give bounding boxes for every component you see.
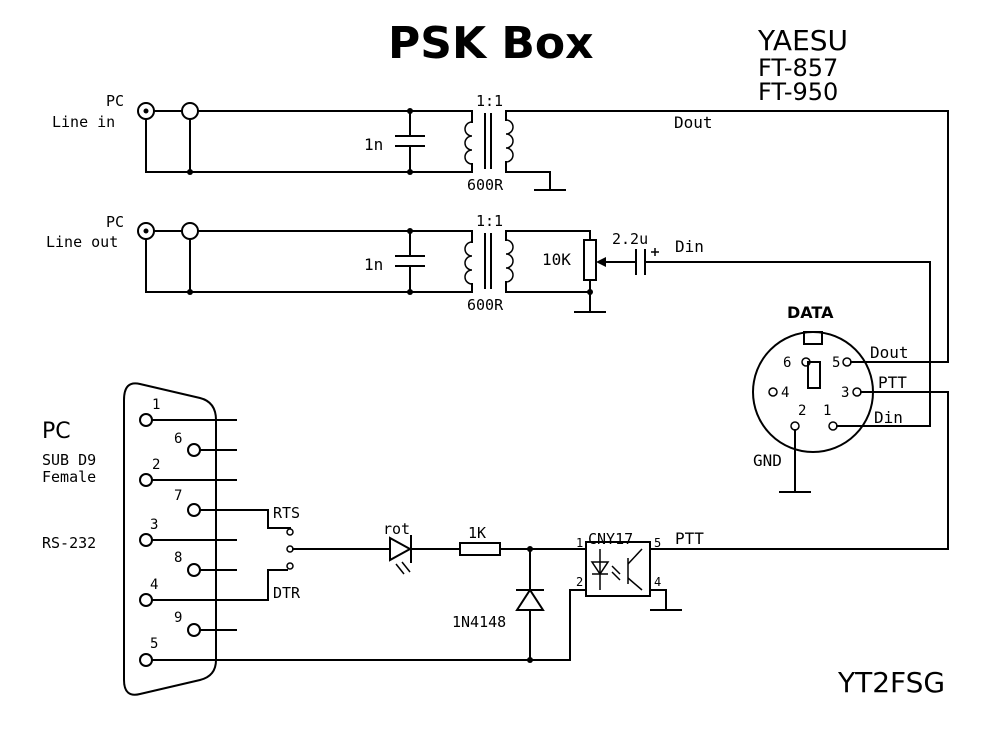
dtr-label: DTR <box>273 584 301 602</box>
pot-10k <box>583 239 597 281</box>
data-connector: DATA 6 5 4 3 2 1 Dout PTT Din GND <box>752 110 949 493</box>
data-label-din: Din <box>874 408 903 427</box>
line-out-shield <box>181 222 199 240</box>
line-in-label-pc: PC <box>106 92 124 110</box>
diode-1n4148 <box>515 588 545 611</box>
db9-pin-4-num: 4 <box>150 577 158 593</box>
data-pin-1-num: 1 <box>823 403 831 419</box>
db9-label-subd9: SUB D9 <box>42 451 96 469</box>
db9-pin-9 <box>187 623 201 637</box>
line-out-label-pc: PC <box>106 213 124 231</box>
opto-pin-2: 2 <box>576 575 583 589</box>
line-out-cap2-label: 2.2u <box>612 230 648 248</box>
db9-pin-2 <box>139 473 153 487</box>
data-title: DATA <box>787 303 834 322</box>
led <box>389 536 413 562</box>
data-pin-1 <box>828 421 838 431</box>
line-out-net-din: Din <box>675 237 704 256</box>
title: PSK Box <box>388 18 594 69</box>
db9-pin-1-num: 1 <box>152 397 160 413</box>
data-pin-6 <box>801 357 811 367</box>
radio-model-2: FT-950 <box>758 78 838 106</box>
line-out-impedance: 600R <box>467 296 504 314</box>
db9-pin-6 <box>187 443 201 457</box>
line-in-label: Line in <box>52 113 115 131</box>
radio-model-1: FT-857 <box>758 54 838 82</box>
data-pin-5 <box>842 357 852 367</box>
opto-label: CNY17 <box>588 530 633 548</box>
db9-pin-5 <box>139 653 153 667</box>
data-pin-4-num: 4 <box>781 385 789 401</box>
ptt-circuit: RTS DTR rot 1K 1N4148 CNY17 1 2 5 4 <box>267 391 949 663</box>
data-label-gnd: GND <box>753 451 782 470</box>
line-in-ratio: 1:1 <box>476 92 503 110</box>
data-pin-2 <box>790 421 800 431</box>
pot-label: 10K <box>542 250 571 269</box>
db9-pin-7-num: 7 <box>174 488 182 504</box>
db9-pin-3-num: 3 <box>150 517 158 533</box>
data-pin-4 <box>768 387 778 397</box>
resistor-label: 1K <box>468 524 486 542</box>
opto-pin-1: 1 <box>576 536 583 550</box>
db9-pin-6-num: 6 <box>174 431 182 447</box>
line-in-cap-label: 1n <box>364 135 383 154</box>
data-label-dout: Dout <box>870 343 909 362</box>
db9-pin-7 <box>187 503 201 517</box>
db9-pin-2-num: 2 <box>152 457 160 473</box>
ptt-label: PTT <box>675 529 704 548</box>
db9-pin-3 <box>139 533 153 547</box>
db9-label-female: Female <box>42 468 96 486</box>
author: YT2FSG <box>837 666 945 699</box>
line-in-shield <box>181 102 199 120</box>
db9-pin-8-num: 8 <box>174 550 182 566</box>
line-out-label: Line out <box>46 233 118 251</box>
data-pin-3-num: 3 <box>841 385 849 401</box>
db9-pin-1 <box>139 413 153 427</box>
led-label: rot <box>383 520 410 538</box>
opto-pin-4: 4 <box>654 575 661 589</box>
data-pin-2-num: 2 <box>798 403 806 419</box>
data-pin-3 <box>852 387 862 397</box>
line-in-section: 1n 1:1 600R Dout PC Line in <box>52 92 949 194</box>
data-label-ptt: PTT <box>878 373 907 392</box>
diode-label: 1N4148 <box>452 613 506 631</box>
opto-cny17 <box>585 541 651 597</box>
line-in-impedance: 600R <box>467 176 504 194</box>
line-out-section: 1n 1:1 600R 10K 2.2u Din PC Line out <box>46 212 931 427</box>
line-out-cap-label: 1n <box>364 255 383 274</box>
db9-label-pc: PC <box>42 419 71 444</box>
opto-pin-5: 5 <box>654 536 661 550</box>
data-pin-5-num: 5 <box>832 355 840 371</box>
resistor-1k <box>459 542 501 556</box>
rts-label: RTS <box>273 504 300 522</box>
db9-pin-5-num: 5 <box>150 636 158 652</box>
db9-connector: PC SUB D9 Female RS-232 1 6 2 7 3 8 4 9 … <box>42 382 571 696</box>
db9-pin-9-num: 9 <box>174 610 182 626</box>
data-pin-6-num: 6 <box>783 355 791 371</box>
db9-label-rs232: RS-232 <box>42 534 96 552</box>
db9-pin-4 <box>139 593 153 607</box>
line-in-net-dout: Dout <box>674 113 713 132</box>
radio-brand: YAESU <box>757 24 848 57</box>
line-out-ratio: 1:1 <box>476 212 503 230</box>
db9-pin-8 <box>187 563 201 577</box>
